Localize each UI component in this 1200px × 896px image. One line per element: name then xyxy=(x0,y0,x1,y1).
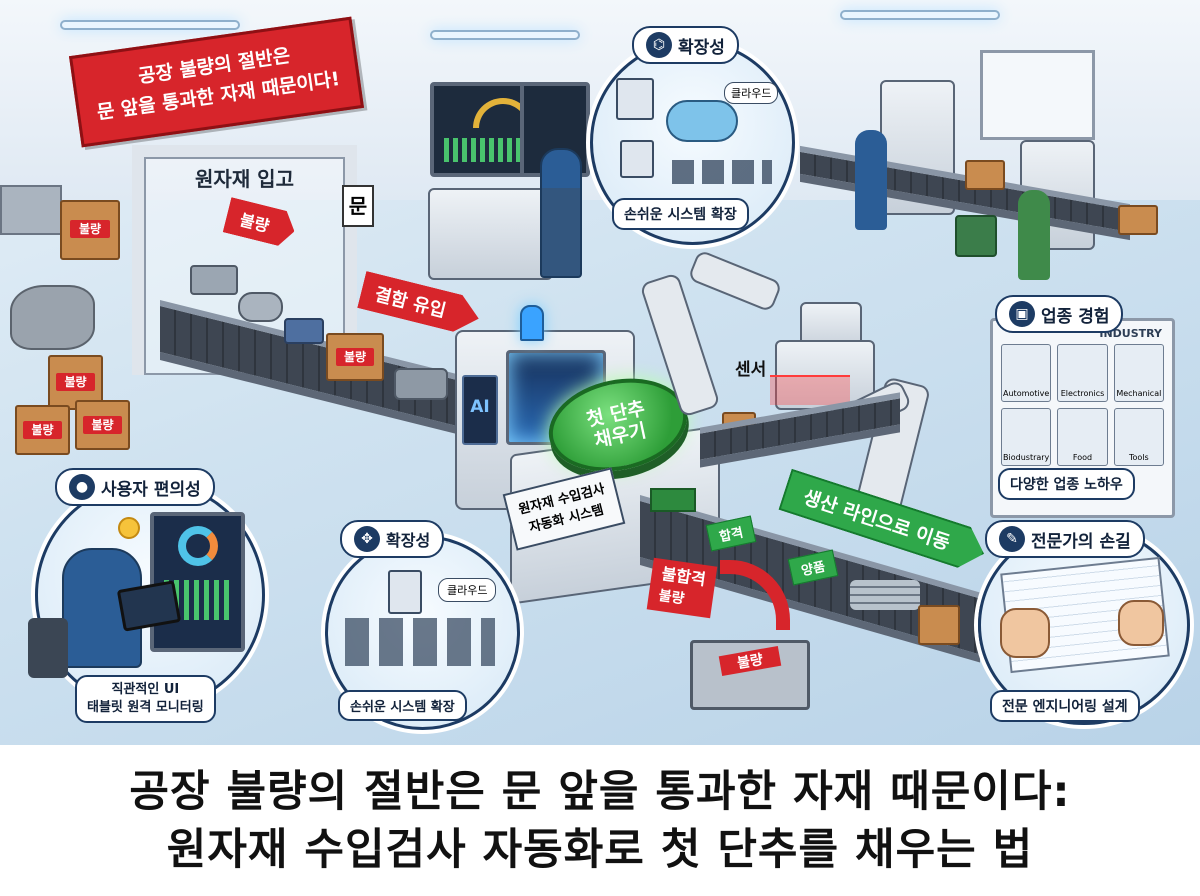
scalability-bottom-title-text: 확장성 xyxy=(386,531,431,550)
industry-item: Food xyxy=(1057,408,1108,466)
industry-grid: Automotive Electronics Mechanical Biodus… xyxy=(993,344,1172,466)
network-icon: ⌬ xyxy=(646,32,672,58)
crate: 불량 xyxy=(60,200,120,260)
usability-caption-line-2: 태블릿 원격 모니터링 xyxy=(87,700,204,715)
usability-title: ● 사용자 편의성 xyxy=(55,468,215,506)
crate xyxy=(918,605,960,645)
expert-caption: 전문 엔지니어링 설계 xyxy=(990,690,1140,722)
cloud-label: 클라우드 xyxy=(438,578,497,602)
expert-title-text: 전문가의 손길 xyxy=(1031,531,1131,552)
illustration-scene: 공장 불량의 절반은 문 앞을 통과한 자재 때문이다! 원자재 입고 문 불량… xyxy=(0,0,1200,745)
ai-label: AI xyxy=(470,397,490,417)
wrench-icon: ✎ xyxy=(999,526,1025,552)
robot-arm-left-upper xyxy=(687,249,783,313)
background-worker xyxy=(1018,190,1050,280)
worker-chair xyxy=(28,618,68,678)
background-worker xyxy=(855,130,887,230)
device-icons xyxy=(345,618,495,666)
expert-title: ✎ 전문가의 손길 xyxy=(985,520,1145,558)
ceiling-light xyxy=(840,10,1000,20)
crate-label: 불량 xyxy=(70,220,110,238)
scan-beam xyxy=(770,375,850,405)
reject-tag: 불합격 불량 xyxy=(646,557,718,619)
ceiling-light xyxy=(430,30,580,40)
industry-item-label: Tools xyxy=(1128,453,1149,462)
sensor-label: 센서 xyxy=(735,360,767,380)
crate-label: 불량 xyxy=(83,416,122,434)
industry-item: Automotive xyxy=(1001,344,1052,402)
damaged-crate xyxy=(0,185,62,235)
control-console xyxy=(428,188,553,280)
industry-item: Mechanical xyxy=(1113,344,1164,402)
ai-panel: AI xyxy=(462,375,498,445)
engineer-hand xyxy=(1118,600,1164,646)
industry-item: Tools xyxy=(1113,408,1164,466)
scalability-top-title-text: 확장성 xyxy=(678,37,725,58)
industry-item: Biodustrary xyxy=(1001,408,1052,466)
industry-item-label: Electronics xyxy=(1060,389,1105,398)
operator-worker xyxy=(540,148,582,278)
crate: 불량 xyxy=(15,405,70,455)
engineer-hand xyxy=(1000,608,1050,658)
crate xyxy=(965,160,1005,190)
industry-caption: 다양한 업종 노하우 xyxy=(998,468,1135,500)
industry-title: ▣ 업종 경험 xyxy=(995,295,1124,333)
briefcase-icon: ▣ xyxy=(1009,301,1035,327)
crate-label: 불량 xyxy=(23,421,62,439)
rock-debris xyxy=(10,285,95,350)
footer-line-2: 원자재 수입검사 자동화로 첫 단추를 채우는 법 xyxy=(166,824,1034,875)
device-icons xyxy=(672,160,772,184)
crate: 불량 xyxy=(75,400,130,450)
industry-title-text: 업종 경험 xyxy=(1041,306,1110,327)
usability-caption-line-1: 직관적인 UI xyxy=(111,682,180,697)
crate: 불량 xyxy=(326,333,384,381)
usability-caption: 직관적인 UI 태블릿 원격 모니터링 xyxy=(75,675,216,723)
scalability-bottom-caption: 손쉬운 시스템 확장 xyxy=(338,690,467,721)
bin-label: 불량 xyxy=(718,645,782,677)
door-sign: 문 xyxy=(342,185,374,227)
reject-bin: 불량 xyxy=(690,640,810,710)
scalability-top-title: ⌬ 확장성 xyxy=(632,26,739,64)
footer-line-1: 공장 불량의 절반은 문 앞을 통과한 자재 때문이다: xyxy=(129,766,1071,817)
crate-label: 불량 xyxy=(336,348,374,366)
industry-item-label: Automotive xyxy=(1003,389,1050,398)
gate-title: 원자재 입고 xyxy=(195,167,294,191)
expand-icon: ✥ xyxy=(354,526,380,552)
industry-board-header: INDUSTRY xyxy=(1099,327,1162,340)
user-icon: ● xyxy=(69,474,95,500)
industry-item-label: Mechanical xyxy=(1116,389,1162,398)
metal-part xyxy=(190,265,238,295)
server-icon xyxy=(388,570,422,614)
server-icon xyxy=(620,140,654,178)
cloud-label: 클라우드 xyxy=(724,82,779,104)
scalability-bottom-title: ✥ 확장성 xyxy=(340,520,445,558)
smiley-icon xyxy=(118,517,140,539)
footer-caption: 공장 불량의 절반은 문 앞을 통과한 자재 때문이다: 원자재 수입검사 자동… xyxy=(0,745,1200,896)
crate xyxy=(1118,205,1158,235)
crate-label: 불량 xyxy=(56,373,95,391)
cloud-icon xyxy=(666,100,738,142)
industry-item-label: Food xyxy=(1072,453,1093,462)
industry-item-label: Biodustrary xyxy=(1003,453,1050,462)
metal-part xyxy=(238,292,283,322)
metal-part xyxy=(284,318,324,344)
beacon-light xyxy=(520,305,544,341)
recycle-bin xyxy=(955,215,997,257)
server-icon xyxy=(616,78,654,120)
scalability-top-caption: 손쉬운 시스템 확장 xyxy=(612,198,749,230)
pcb-part xyxy=(650,488,696,512)
background-window xyxy=(980,50,1095,140)
metal-rods xyxy=(850,580,920,610)
engine-part xyxy=(394,368,448,400)
usability-title-text: 사용자 편의성 xyxy=(101,479,201,500)
ceiling-light xyxy=(60,20,240,30)
industry-item: Electronics xyxy=(1057,344,1108,402)
donut-chart xyxy=(177,526,218,566)
material-gate: 원자재 입고 xyxy=(132,145,357,375)
defect-inflow-arrow: 결함 유입 xyxy=(357,271,483,337)
